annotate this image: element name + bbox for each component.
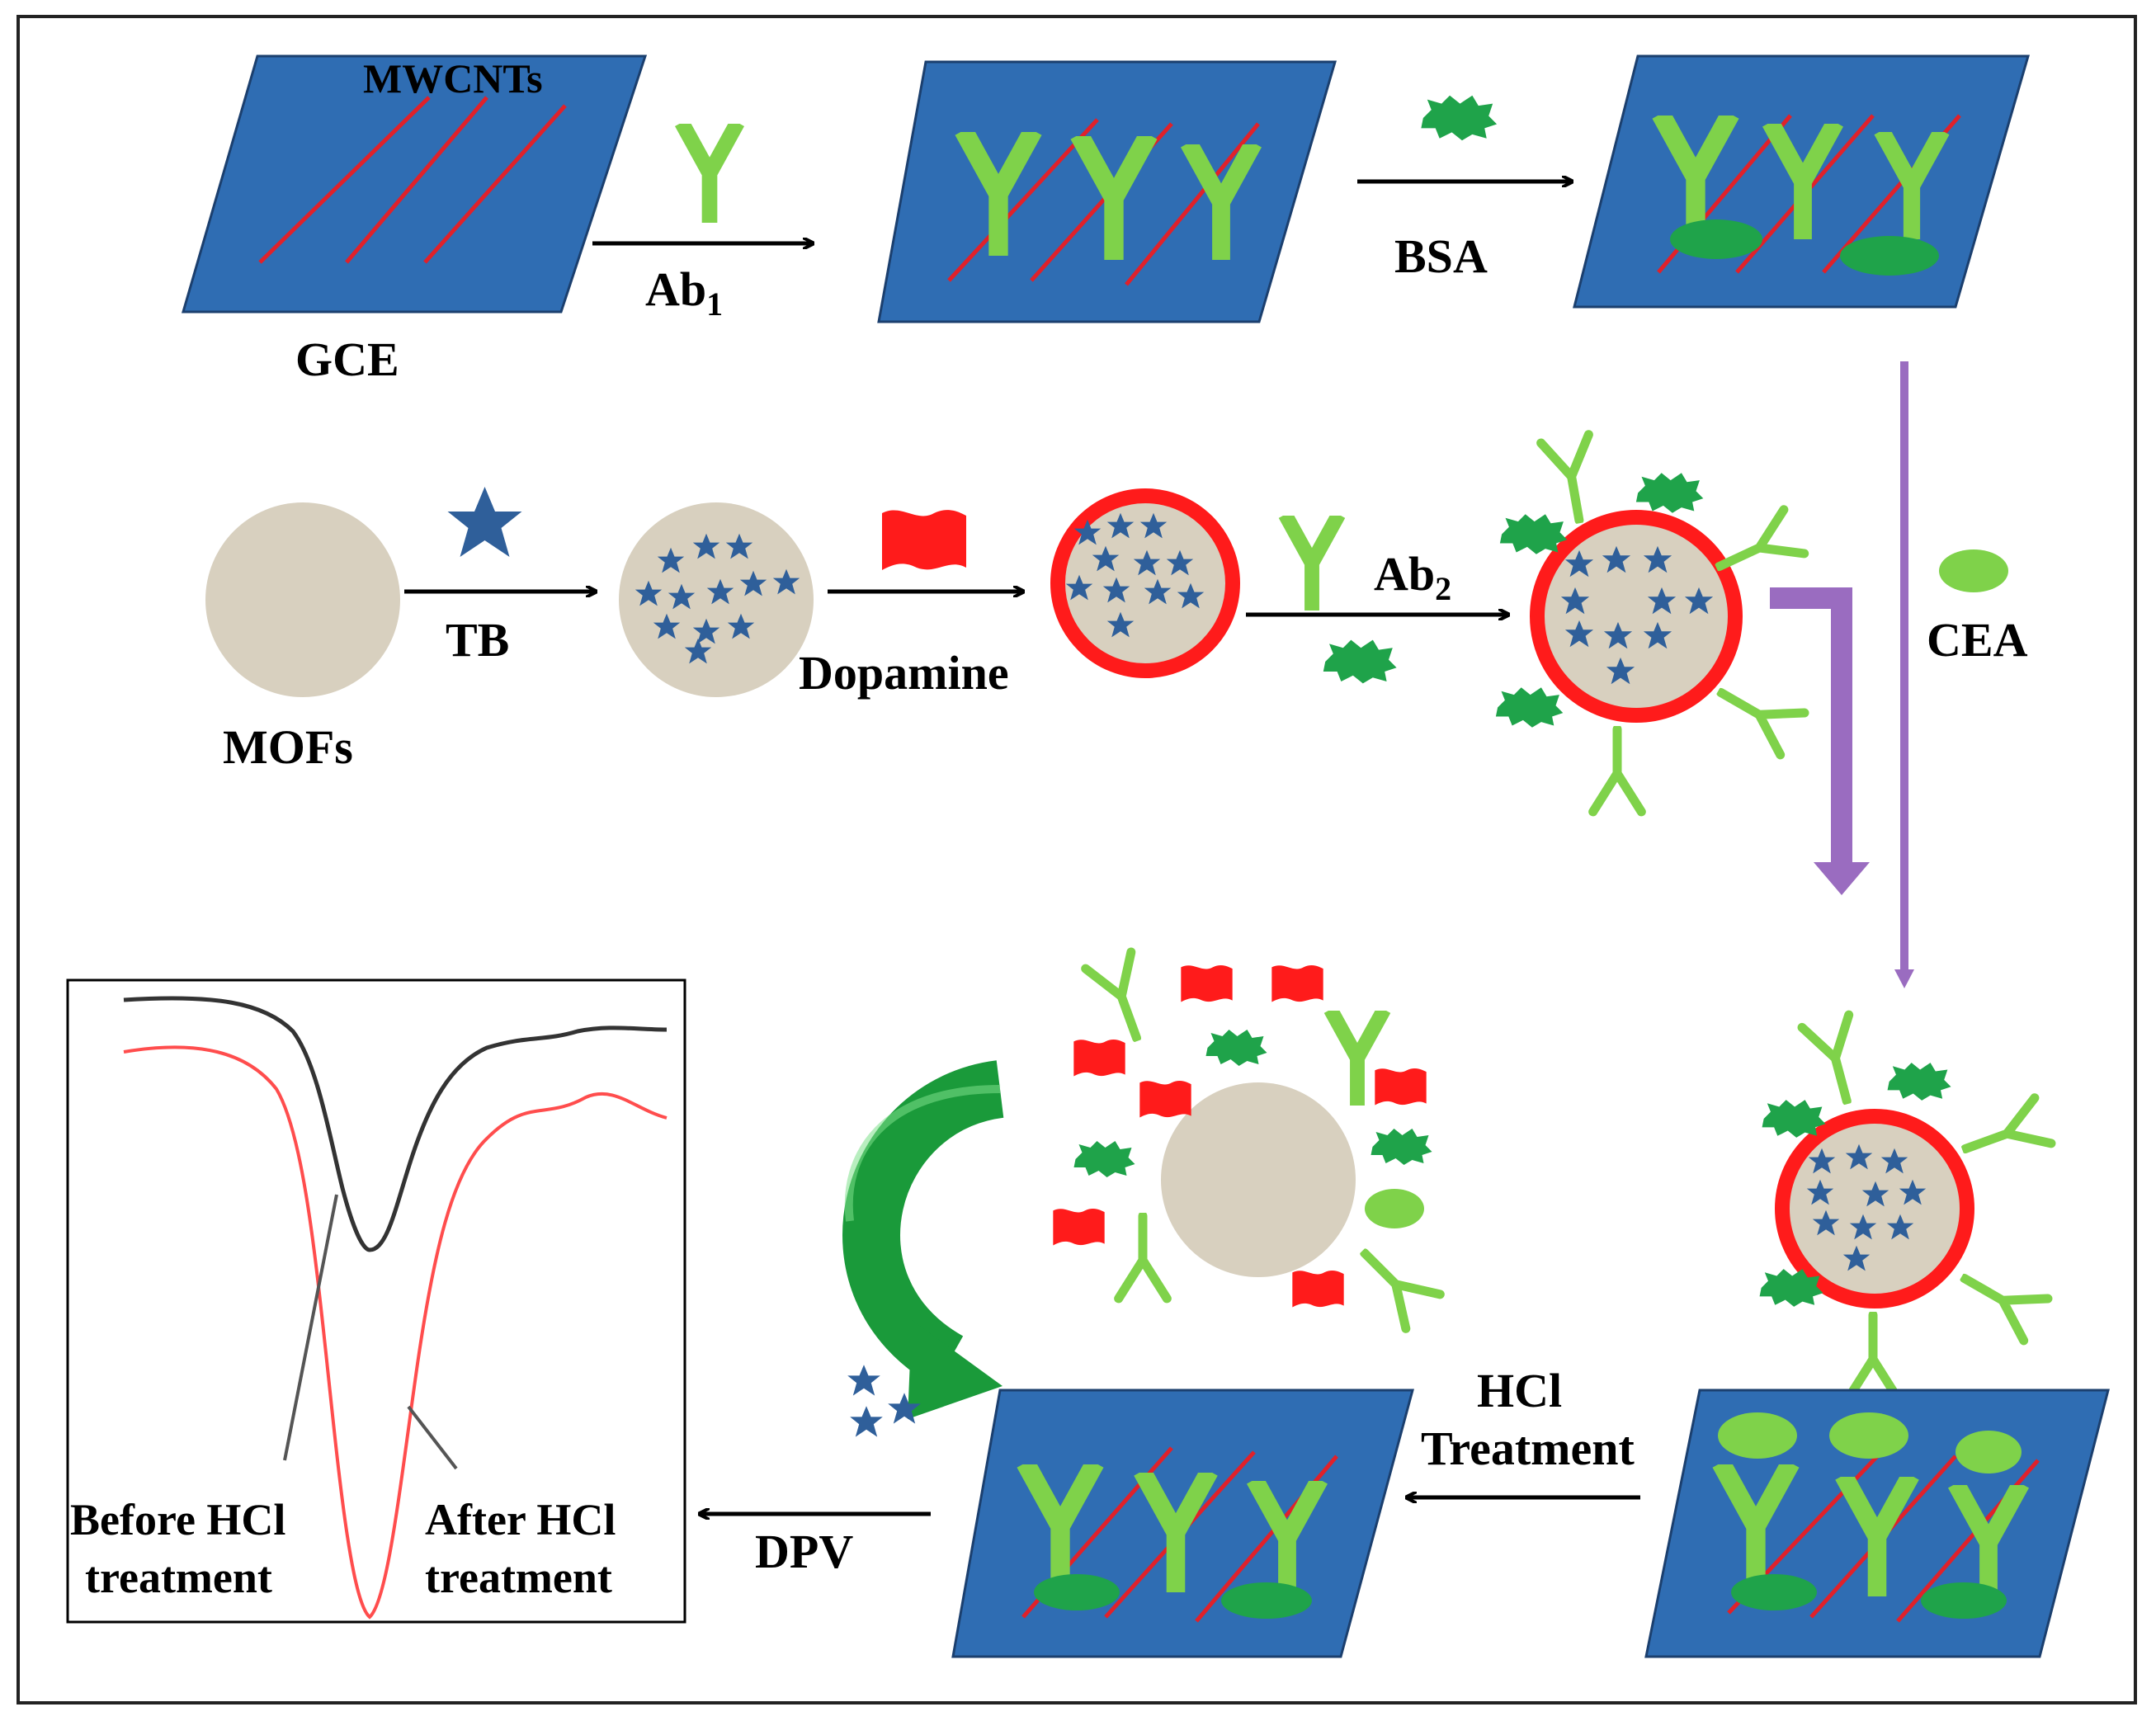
electrode-bsa	[1573, 54, 2030, 309]
after-pointer-line	[407, 1405, 458, 1470]
before-hcl-label-line2: treatment	[85, 1553, 272, 1602]
mwcnts-label: MWCNTs	[363, 55, 543, 101]
hcl-label-line1: HCl	[1477, 1364, 1562, 1417]
electrode-after-hcl	[951, 1389, 1414, 1658]
before-hcl-curve	[123, 996, 668, 1252]
before-hcl-label-line1: Before HCl	[70, 1495, 285, 1544]
released-components	[1053, 952, 1440, 1328]
cea-icon	[1939, 549, 2008, 592]
electrode-ab1	[877, 60, 1337, 323]
dpv-plot-frame	[66, 978, 686, 1624]
bsa-blob	[1840, 236, 1939, 276]
figure-frame	[17, 15, 2137, 1704]
mofs-label: MOFs	[223, 720, 353, 774]
mof-tb-pda-particle	[1050, 488, 1240, 678]
gce-label: GCE	[295, 332, 399, 386]
tb-label: TB	[446, 613, 509, 667]
bsa-icon	[1421, 95, 1498, 141]
ab2-label: Ab2	[1374, 547, 1451, 607]
bsa-blob	[1670, 219, 1762, 259]
dpv-label: DPV	[755, 1525, 853, 1578]
hcl-label-line2: Treatment	[1421, 1422, 1635, 1475]
nanotube-line	[258, 96, 431, 264]
after-hcl-curve	[123, 1045, 668, 1620]
bsa-icon	[1323, 639, 1397, 684]
antibody-icon	[1289, 521, 1335, 607]
nanotube-line	[947, 118, 1099, 282]
purple-bracket-arrow	[1770, 587, 1852, 862]
dpv-plot-inset: Before HCl treatment After HCl treatment	[66, 978, 686, 1624]
mof-particle	[205, 502, 400, 697]
nanotube-line	[423, 104, 567, 264]
dopamine-flag-icon	[882, 510, 966, 570]
purple-bracket-arrow-head	[1814, 862, 1870, 895]
mof-tb-particle	[619, 502, 814, 697]
cea-label: CEA	[1927, 613, 2028, 667]
before-pointer-line	[283, 1194, 338, 1461]
ab1-label: Ab1	[645, 262, 723, 323]
nanotube-line	[345, 96, 488, 264]
sandwich-immunocomplex	[1644, 1015, 2110, 1658]
dopamine-label: Dopamine	[799, 646, 1009, 700]
after-hcl-label-line1: After HCl	[425, 1495, 616, 1544]
after-hcl-label-line2: treatment	[425, 1553, 612, 1602]
bsa-label: BSA	[1394, 229, 1488, 283]
green-curved-arrow	[842, 1060, 1005, 1419]
electrode-gce	[182, 54, 648, 314]
antibody-icon	[686, 130, 734, 219]
nanotube-line	[1125, 122, 1260, 286]
purple-arrow-head	[1894, 969, 1914, 988]
labeled-probe	[1495, 435, 1805, 812]
tb-star-icon	[447, 487, 522, 557]
